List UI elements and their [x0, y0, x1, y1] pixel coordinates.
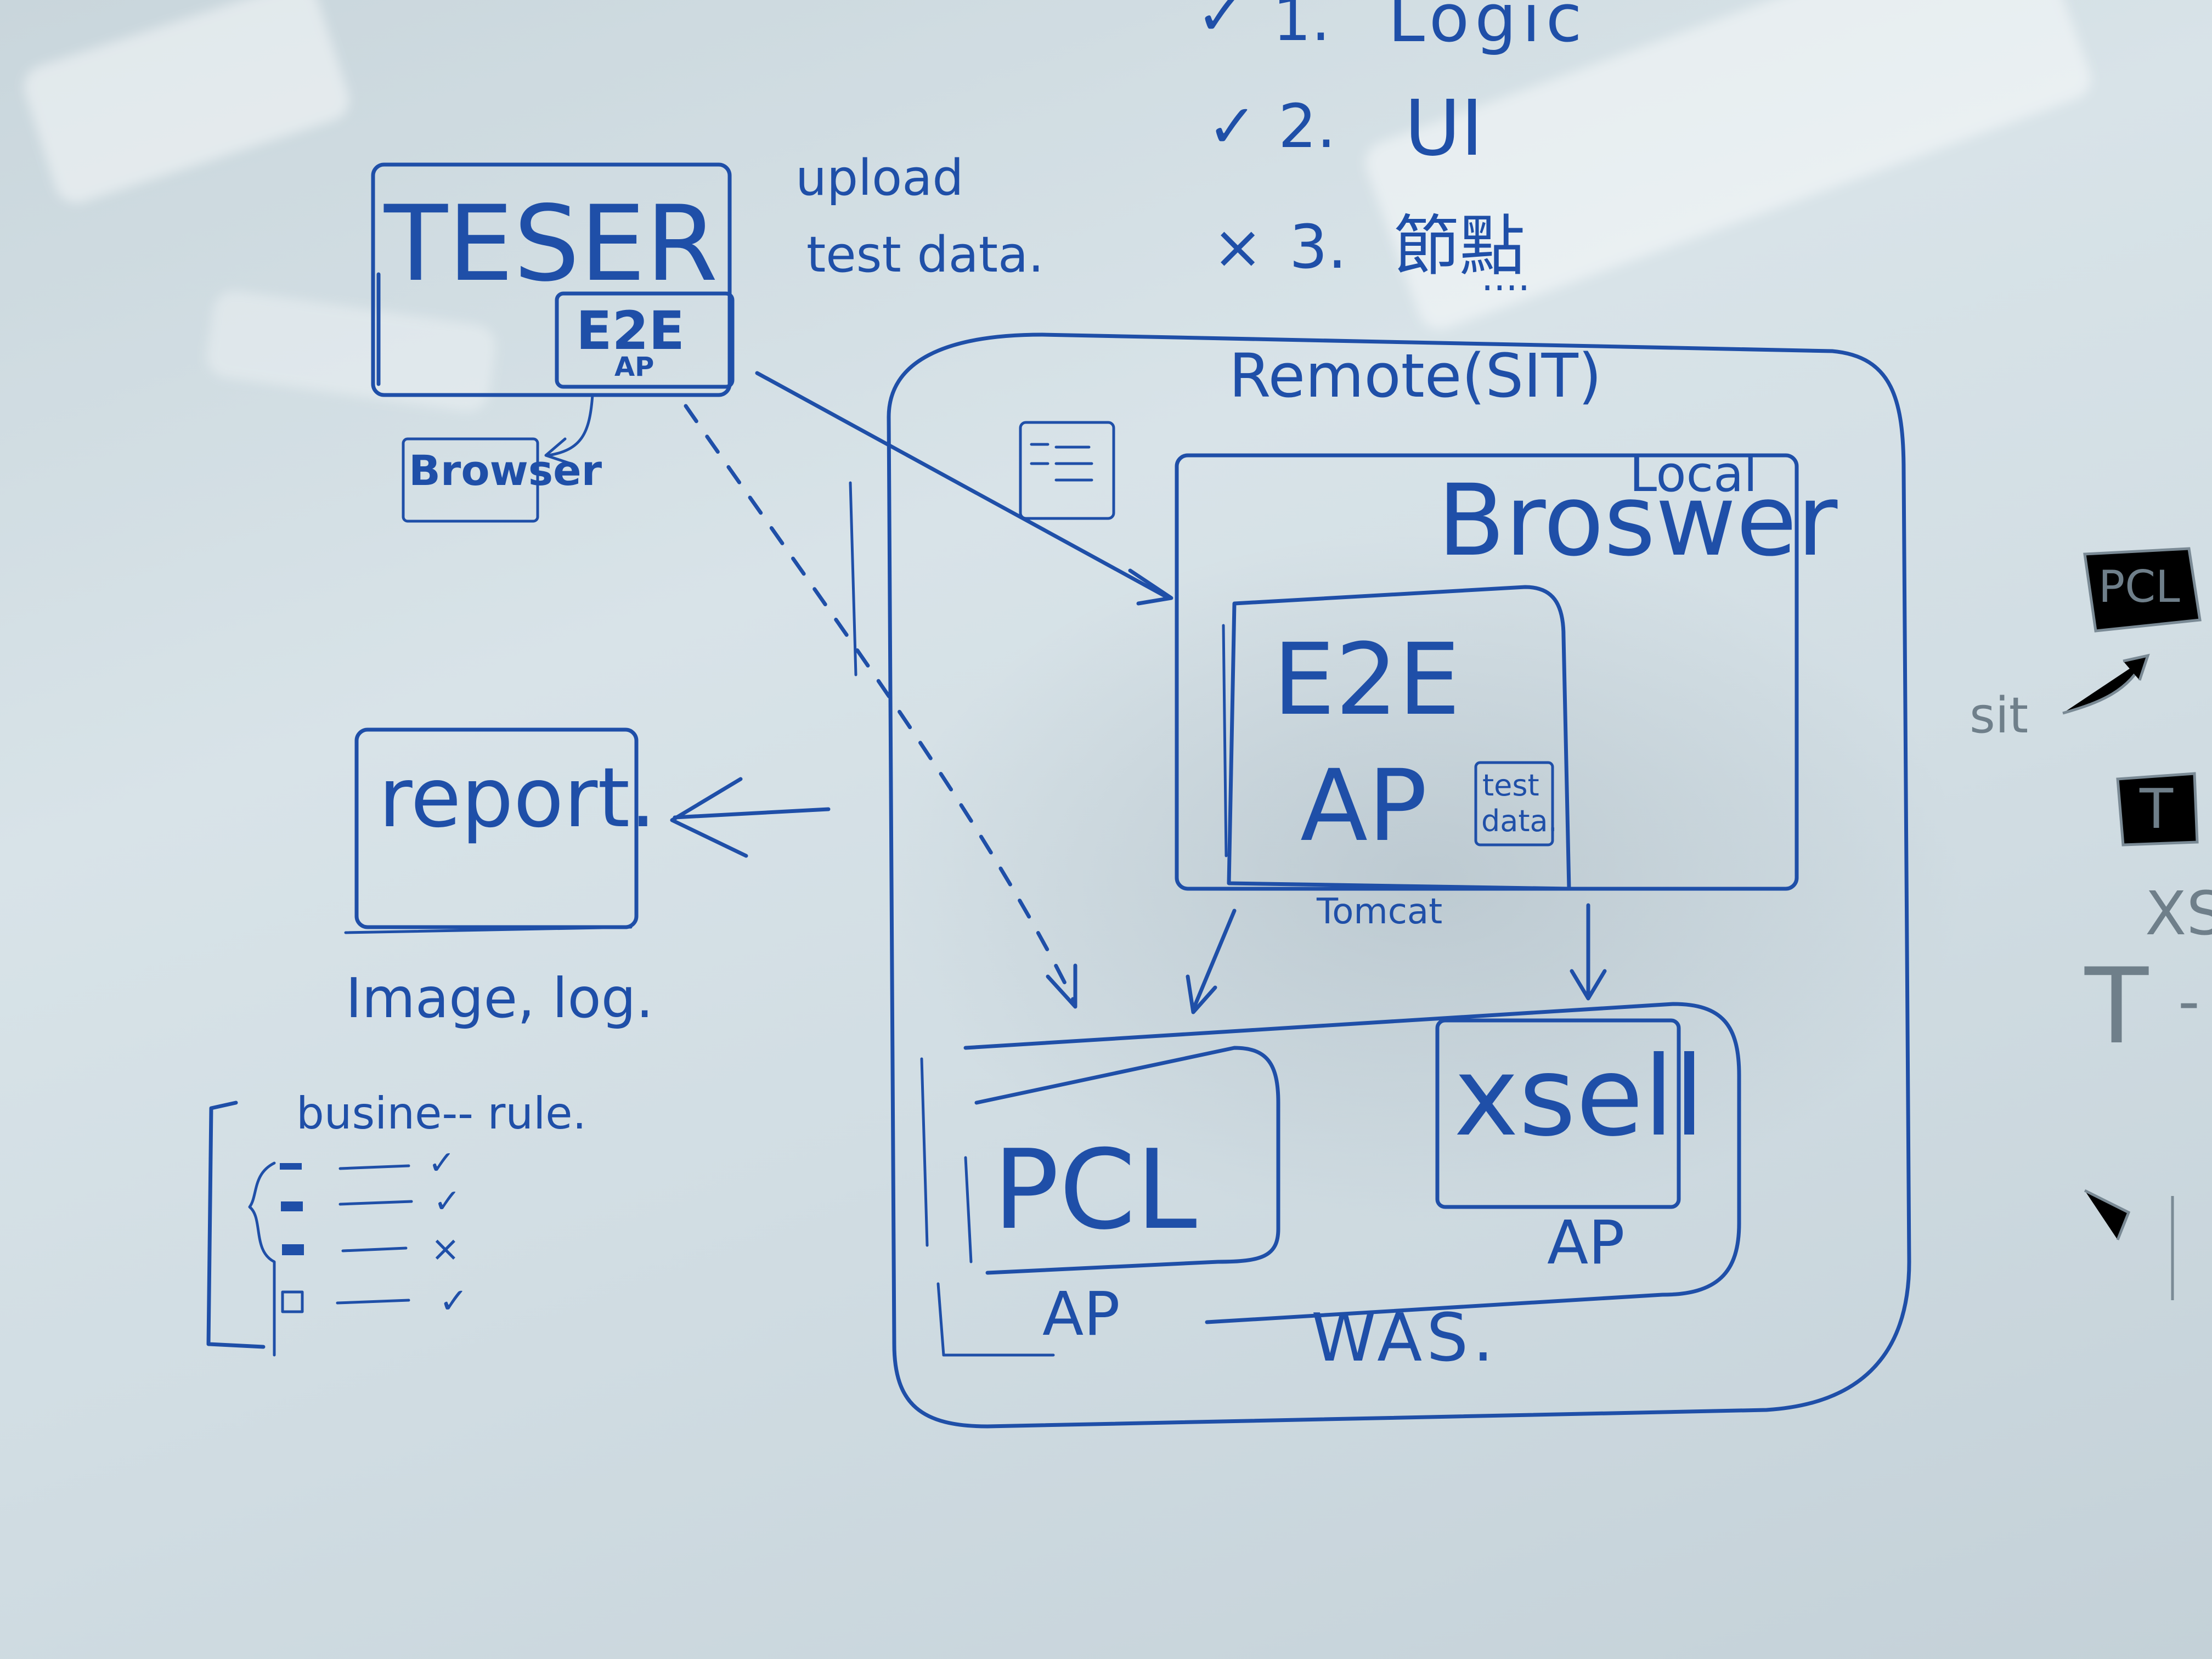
local-browser-title: Broswer [1437, 464, 1838, 578]
checklist-item3-number: 3. [1289, 212, 1347, 282]
report-title: report. [379, 751, 656, 846]
was-box [963, 1002, 1741, 1324]
e2e-sub: AP [1300, 749, 1427, 864]
test-data-box [1474, 761, 1554, 847]
pcl-ap-bracket [936, 1282, 1055, 1357]
tester-browser-arrow [547, 393, 594, 457]
dashed-arrow-pcl [684, 404, 1077, 1006]
bullet [281, 1290, 304, 1313]
right-t-box [2116, 772, 2199, 847]
checklist-item1-label: Logic [1388, 0, 1588, 57]
pcl-sub: AP [1042, 1279, 1120, 1349]
checklist-item2-label: UI [1404, 84, 1483, 173]
tester-e2e-title: E2E [576, 300, 685, 362]
was-label: WAS. [1311, 1300, 1498, 1376]
document-lines [1030, 443, 1093, 482]
xsell-box [1435, 1018, 1681, 1209]
checklist-item1-mark: ✓ [1196, 0, 1247, 49]
pcl-box-left-stroke [964, 1156, 973, 1263]
business-rule-mark: ✓ [439, 1281, 469, 1322]
tomcat-to-pcl-arrowhead [1186, 974, 1217, 1014]
bullet [281, 1201, 303, 1211]
tester-browser-label: Browser [409, 446, 602, 495]
right-pcl-label: PCL [2098, 561, 2180, 612]
xsell-sub: AP [1547, 1207, 1625, 1278]
dashed-arrowhead [1046, 963, 1077, 1009]
remote-box [887, 332, 1911, 1429]
document-icon [1019, 421, 1115, 520]
remote-box-stroke [849, 481, 857, 676]
tester-title: TESER [384, 183, 718, 304]
report-arrow [673, 807, 831, 820]
tester-browser-box [402, 437, 539, 523]
checklist-item2-number: 2. [1278, 91, 1336, 161]
right-t-box-label: T [2140, 777, 2174, 841]
right-sit-label: sit [1970, 687, 2029, 744]
business-rule-bracket [206, 1101, 266, 1349]
upload-note-line1: upload [795, 149, 964, 207]
right-t-label: T [2085, 946, 2149, 1067]
business-rule-title: busine-- rule. [296, 1088, 586, 1139]
business-rule-mark: × [431, 1229, 460, 1269]
tester-to-browser-arrowhead [1128, 568, 1173, 606]
pcl-box [974, 1046, 1280, 1275]
checklist-item3-mark: × [1212, 212, 1263, 282]
right-dash-label: - [2178, 966, 2200, 1036]
report-caption: Image, log. [346, 966, 653, 1030]
report-box [354, 727, 639, 929]
tomcat-to-xsell-arrowhead [1570, 969, 1607, 1001]
tomcat-to-pcl-arrow [1191, 909, 1237, 1012]
checklist-item2-mark: ✓ [1207, 91, 1258, 161]
e2e-ap-box-stroke [1222, 624, 1228, 857]
remote-title: Remote(SIT) [1229, 341, 1602, 411]
right-pcl-box [2083, 547, 2202, 633]
bullet [280, 1163, 302, 1170]
business-rule-lines [336, 1164, 413, 1305]
checklist-item1-number: 1. [1273, 0, 1330, 54]
tester-browser-arrowhead [544, 437, 572, 465]
tester-to-browser-arrow [755, 371, 1171, 600]
tester-box [371, 162, 732, 397]
tester-e2e-sub: AP [614, 352, 654, 382]
xsell-title: xsell [1454, 1033, 1705, 1161]
upload-note-line2: test data. [806, 226, 1044, 284]
checklist-item3-label: 節點 [1393, 208, 1525, 285]
business-rule-brace [248, 1161, 276, 1357]
e2e-ap-box [1227, 585, 1571, 891]
right-arrow [2084, 1189, 2131, 1240]
test-data-line2: data. [1481, 804, 1558, 838]
right-xs-label: XS [2145, 878, 2212, 949]
business-rule-mark: ✓ [433, 1182, 461, 1221]
local-label: Local [1629, 445, 1758, 503]
business-rule-mark: ✓ [428, 1144, 456, 1182]
tomcat-label: Tomcat [1317, 891, 1443, 932]
report-arrowhead [670, 777, 748, 858]
test-data-line1: test [1482, 768, 1539, 803]
checklist-item3-tail: .... [1481, 255, 1531, 300]
was-box-left-stroke [920, 1057, 929, 1247]
bullet [282, 1244, 304, 1255]
report-underline [344, 926, 633, 934]
right-sit-arrowhead [2123, 653, 2150, 681]
tester-e2e-box [555, 291, 735, 389]
pcl-title: PCL [993, 1126, 1197, 1254]
e2e-title: E2E [1273, 623, 1460, 737]
